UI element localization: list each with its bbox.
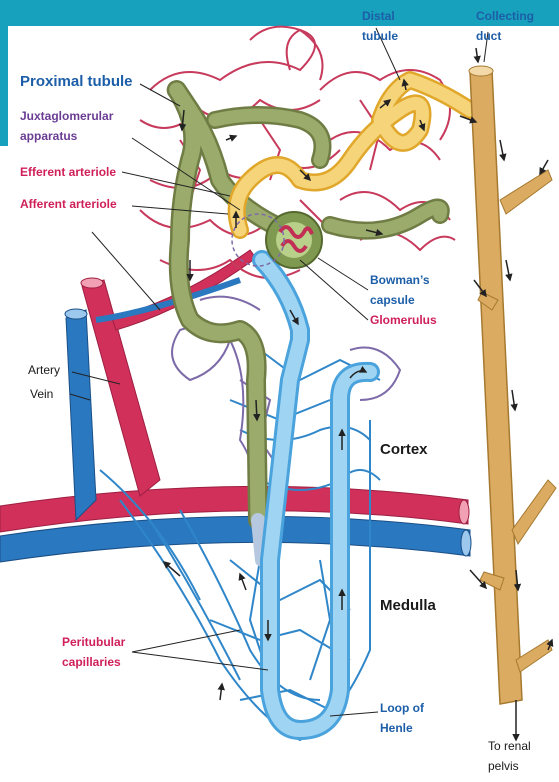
label-medulla: Medulla xyxy=(380,597,436,614)
renal-corpuscle xyxy=(231,211,323,269)
collecting-duct-shape xyxy=(468,65,557,705)
leader-lines xyxy=(69,27,489,717)
interlobular-vessels xyxy=(64,249,257,522)
label-vein: Vein xyxy=(30,387,54,401)
label-efferent-arteriole: Efferent arteriole xyxy=(20,165,117,179)
label-cortex: Cortex xyxy=(380,441,428,458)
distal-tubule-shape xyxy=(227,71,479,239)
flow-arrows xyxy=(162,47,554,742)
arcuate-vessels xyxy=(0,485,472,563)
label-proximal-tubule: Proximal tubule xyxy=(20,73,133,90)
label-afferent-arteriole: Afferent arteriole xyxy=(20,197,117,211)
label-artery: Artery xyxy=(28,363,61,377)
header-band xyxy=(0,0,559,26)
label-glomerulus: Glomerulus xyxy=(370,313,437,327)
loop-of-henle-shape xyxy=(252,250,380,740)
proximal-tubule-shape xyxy=(166,80,450,567)
left-edge-band xyxy=(0,26,8,146)
